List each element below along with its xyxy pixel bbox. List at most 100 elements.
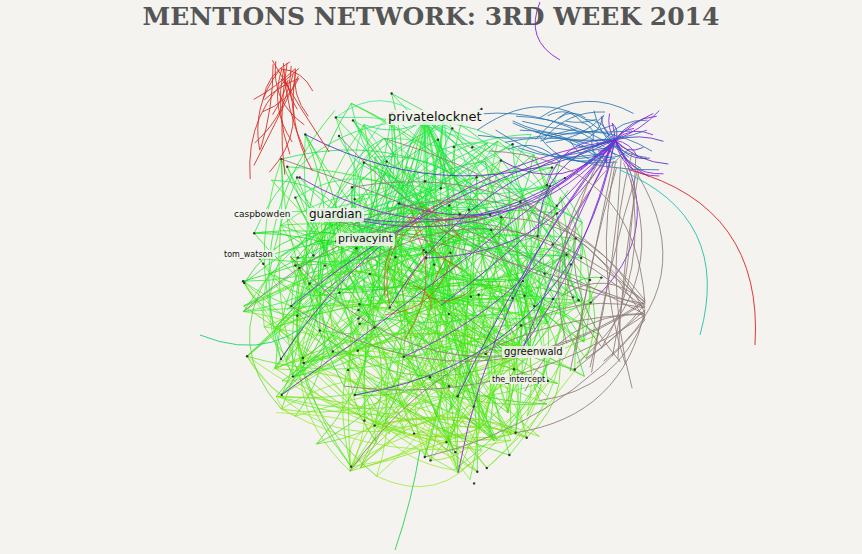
account-dot bbox=[574, 368, 576, 370]
account-dot bbox=[425, 257, 427, 259]
mention-edge bbox=[546, 115, 604, 142]
mention-edge bbox=[263, 78, 299, 112]
mention-edge bbox=[630, 170, 756, 345]
mention-edge bbox=[331, 305, 473, 406]
account-dot bbox=[429, 376, 431, 378]
account-dot bbox=[484, 353, 486, 355]
account-dot bbox=[533, 305, 535, 307]
mention-edge bbox=[576, 167, 616, 350]
account-dot bbox=[246, 355, 248, 357]
account-dot bbox=[473, 482, 475, 484]
mention-edge bbox=[287, 167, 584, 342]
mention-edge bbox=[244, 269, 584, 341]
account-dot bbox=[451, 127, 453, 129]
mention-edge bbox=[304, 224, 435, 363]
account-dot bbox=[526, 437, 528, 439]
mention-edge bbox=[276, 369, 482, 451]
mention-edge bbox=[496, 130, 618, 163]
mention-edge bbox=[404, 234, 459, 291]
mention-edge bbox=[359, 140, 615, 222]
account-dot bbox=[575, 237, 577, 239]
mention-edge bbox=[281, 159, 645, 314]
account-dot bbox=[513, 368, 515, 370]
account-dot bbox=[338, 292, 340, 294]
mention-edge bbox=[291, 303, 645, 362]
account-dot bbox=[394, 256, 396, 258]
mention-edge bbox=[409, 290, 449, 441]
account-dot bbox=[448, 204, 450, 206]
chart-title: MENTIONS NETWORK: 3RD WEEK 2014 bbox=[0, 2, 862, 31]
account-dot bbox=[335, 116, 337, 118]
account-dot bbox=[437, 139, 439, 141]
account-label: guardian bbox=[307, 208, 364, 222]
mention-edge bbox=[281, 194, 425, 225]
account-dot bbox=[413, 432, 415, 434]
account-dot bbox=[280, 158, 282, 160]
account-dot bbox=[281, 394, 283, 396]
account-dot bbox=[358, 303, 360, 305]
account-dot bbox=[445, 441, 447, 443]
mention-edge bbox=[298, 240, 340, 257]
account-dot bbox=[523, 295, 525, 297]
account-dot bbox=[556, 212, 558, 214]
mention-edge bbox=[405, 434, 470, 480]
account-dot bbox=[294, 264, 296, 266]
account-dot bbox=[354, 198, 356, 200]
mention-edge bbox=[562, 283, 645, 302]
account-dot bbox=[500, 159, 502, 161]
mention-edge bbox=[418, 205, 462, 239]
mention-edge bbox=[276, 396, 448, 441]
account-dot bbox=[296, 315, 298, 317]
account-dot bbox=[537, 235, 539, 237]
account-dot bbox=[357, 309, 359, 311]
account-dot bbox=[470, 296, 472, 298]
account-dot bbox=[490, 229, 492, 231]
mention-edge bbox=[575, 310, 645, 370]
account-dot bbox=[456, 395, 458, 397]
mention-edge bbox=[613, 158, 636, 357]
account-dot bbox=[319, 329, 321, 331]
account-dot bbox=[292, 375, 294, 377]
account-dot bbox=[355, 247, 357, 249]
mention-edge bbox=[605, 149, 629, 157]
mention-edge bbox=[616, 152, 632, 389]
mention-edge bbox=[293, 71, 312, 171]
mention-edge bbox=[295, 69, 309, 117]
account-dot bbox=[332, 350, 334, 352]
account-dot bbox=[368, 273, 370, 275]
account-dot bbox=[297, 256, 299, 258]
account-dot bbox=[511, 297, 513, 299]
mention-edge bbox=[353, 120, 477, 471]
account-dot bbox=[449, 252, 451, 254]
mention-edge bbox=[272, 60, 329, 152]
account-dot bbox=[459, 213, 461, 215]
mention-edge bbox=[254, 69, 295, 100]
mention-edge bbox=[516, 309, 645, 432]
account-dot bbox=[386, 160, 388, 162]
account-dot bbox=[423, 249, 425, 251]
account-dot bbox=[312, 254, 314, 256]
account-dot bbox=[303, 362, 305, 364]
account-dot bbox=[577, 299, 579, 301]
account-dot bbox=[363, 162, 365, 164]
account-dot bbox=[572, 296, 574, 298]
mention-edge bbox=[516, 116, 629, 157]
account-dot bbox=[253, 232, 255, 234]
account-dot bbox=[546, 184, 548, 186]
mention-edge bbox=[423, 288, 473, 301]
account-dot bbox=[398, 202, 400, 204]
mention-edge bbox=[425, 140, 438, 205]
account-dot bbox=[511, 143, 513, 145]
account-dot bbox=[580, 257, 582, 259]
account-label: ggreenwald bbox=[502, 346, 565, 358]
mention-edge bbox=[291, 257, 645, 357]
mention-edge bbox=[360, 257, 405, 468]
account-dot bbox=[471, 146, 473, 148]
mention-edge bbox=[508, 145, 560, 163]
mention-edge bbox=[513, 121, 614, 134]
account-dot bbox=[363, 419, 365, 421]
account-dot bbox=[324, 264, 326, 266]
mention-edge bbox=[243, 281, 297, 316]
account-dot bbox=[522, 280, 524, 282]
